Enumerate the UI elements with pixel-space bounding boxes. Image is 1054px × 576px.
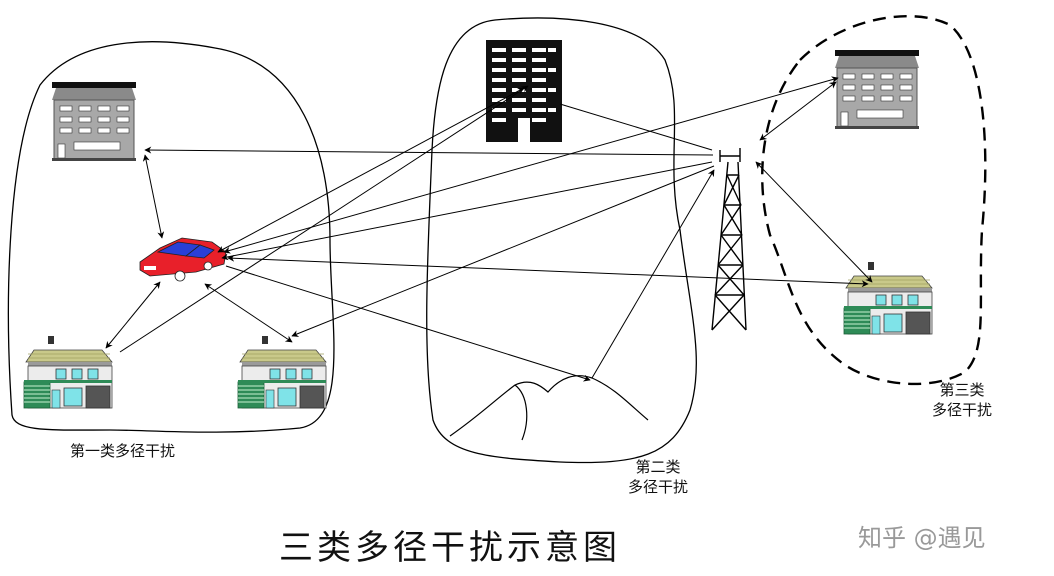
house-icon <box>24 336 112 408</box>
car-icon <box>140 238 226 281</box>
house-icon <box>844 262 932 334</box>
office-building-icon <box>486 40 562 142</box>
figure-title: 三类多径干扰示意图 <box>200 520 700 569</box>
mountain-icon <box>450 376 648 440</box>
house-icon <box>238 336 326 408</box>
region-1-label: 第一类多径干扰 <box>40 441 205 461</box>
region-2-label: 第二类 多径干扰 <box>608 457 708 497</box>
tower-icon <box>712 148 746 330</box>
region-3-label: 第三类 多径干扰 <box>912 380 1012 420</box>
office-building-icon <box>835 50 919 129</box>
office-building-icon <box>52 82 136 161</box>
watermark: 知乎 @遇见 <box>858 518 986 553</box>
